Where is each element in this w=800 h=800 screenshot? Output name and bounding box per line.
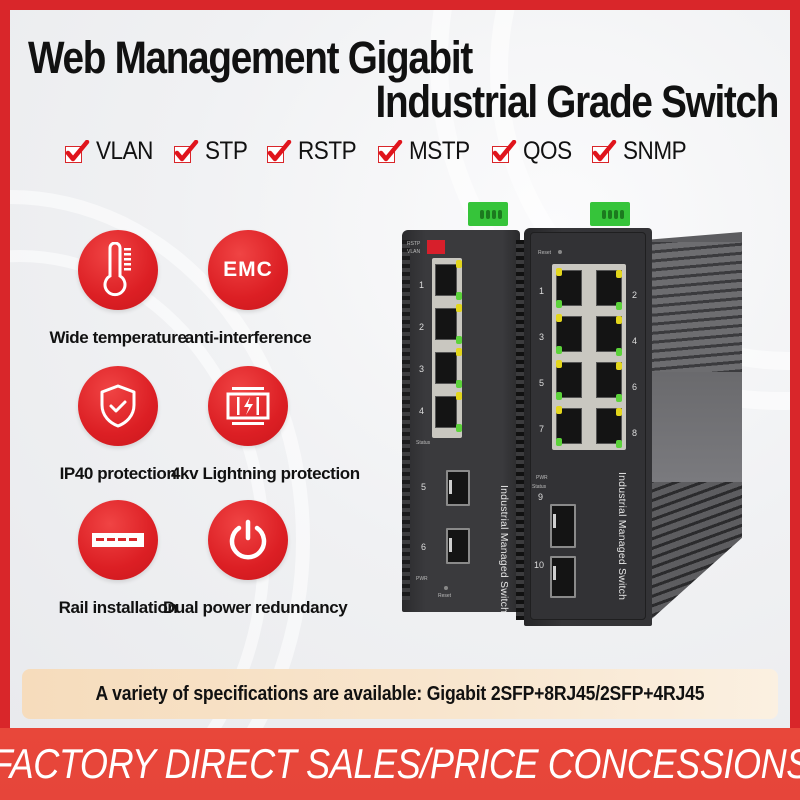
page-title-line1: Web Management Gigabit: [28, 32, 473, 83]
port-number: 3: [539, 332, 545, 342]
port-number: 5: [421, 482, 427, 492]
power-terminal-block: [468, 202, 508, 226]
port-number: 8: [632, 428, 638, 438]
switch-4port-unit: RSTP VLAN 1 2 3 4 Status 5 6 PWR Reset I…: [402, 230, 520, 614]
thermometer-icon: [78, 230, 158, 310]
protocol-label: STP: [205, 137, 248, 165]
port-number: 9: [538, 492, 544, 502]
promo-text: FACTORY DIRECT SALES/PRICE CONCESSIONS: [0, 740, 800, 787]
feature-anti-interference: EMC anti-interference: [163, 230, 333, 348]
dip-switch[interactable]: [427, 240, 445, 254]
port-number: 2: [632, 290, 638, 300]
protocol-item-mstp: MSTP: [377, 137, 476, 166]
protocol-item-rstp: RSTP: [266, 137, 363, 166]
port-number: 6: [632, 382, 638, 392]
pwr-label: PWR: [416, 576, 428, 582]
port-number: 1: [419, 280, 425, 290]
feature-label: 4kv Lightning protection: [171, 464, 360, 483]
reset-button[interactable]: [444, 586, 448, 590]
port-number: 10: [534, 560, 545, 570]
port-number: 7: [539, 424, 545, 434]
page-title-line2: Industrial Grade Switch: [375, 76, 779, 127]
status-label: Status: [416, 440, 431, 446]
feature-rail-installation: Rail installation: [33, 500, 203, 618]
protocol-label: QOS: [522, 137, 572, 165]
rj45-port-block: [432, 258, 462, 438]
protocol-list: VLAN STP RSTP MSTP QOS SNMP: [64, 137, 693, 166]
checkbox-checked-icon: [173, 139, 199, 164]
feature-label: Rail installation: [58, 598, 178, 617]
dip-label-rstp: RSTP: [407, 241, 421, 247]
protocol-item-snmp: SNMP: [591, 137, 693, 166]
pwr-label: PWR: [536, 475, 548, 481]
checkbox-checked-icon: [377, 139, 403, 164]
port-number: 6: [421, 542, 427, 552]
protocol-label: SNMP: [622, 137, 687, 165]
switch-8port-unit: Reset 1 2 3 4 5 6 7 8 PWR Status: [524, 228, 652, 626]
reset-label: Reset: [438, 593, 452, 599]
checkbox-checked-icon: [266, 139, 292, 164]
port-number: 2: [419, 322, 425, 332]
protocol-item-stp: STP: [173, 137, 252, 166]
product-side-label: Industrial Managed Switch: [498, 485, 510, 614]
sfp-port: [446, 470, 470, 506]
promo-banner: FACTORY DIRECT SALES/PRICE CONCESSIONS: [0, 732, 800, 796]
sfp-port: [446, 528, 470, 564]
dip-label-vlan: VLAN: [407, 249, 421, 255]
feature-label: Dual power redundancy: [163, 598, 348, 617]
specs-text: A variety of specifications are availabl…: [95, 682, 705, 705]
emc-icon-text: EMC: [223, 258, 273, 281]
sfp-port: [550, 556, 576, 598]
reset-label: Reset: [538, 250, 552, 256]
protocol-label: VLAN: [96, 137, 153, 165]
lightning-surge-icon: [208, 366, 288, 446]
feature-label: IP40 protection: [59, 464, 177, 483]
port-number: 3: [419, 364, 425, 374]
feature-wide-temperature: Wide temperature: [33, 230, 203, 348]
port-number: 4: [632, 336, 638, 346]
protocol-label: MSTP: [409, 137, 470, 165]
feature-ip40-protection: IP40 protection: [33, 366, 203, 484]
product-side-label: Industrial Managed Switch: [616, 472, 628, 601]
protocol-item-qos: QOS: [491, 137, 577, 166]
port-number: 1: [539, 286, 545, 296]
port-number: 5: [539, 378, 545, 388]
din-rail-icon: [78, 500, 158, 580]
status-label: Status: [532, 484, 547, 490]
switch-gap-fins: [516, 240, 526, 620]
emc-icon: EMC: [208, 230, 288, 310]
power-icon: [208, 500, 288, 580]
sfp-port: [550, 504, 576, 548]
feature-label: Wide temperature: [49, 328, 187, 347]
protocol-item-vlan: VLAN: [64, 137, 159, 166]
checkbox-checked-icon: [591, 139, 617, 164]
port-number: 4: [419, 406, 425, 416]
checkbox-checked-icon: [491, 139, 517, 164]
rj45-port-block: [552, 264, 626, 450]
feature-dual-power: Dual power redundancy: [163, 500, 348, 618]
feature-lightning-protection: 4kv Lightning protection: [163, 366, 360, 484]
feature-label: anti-interference: [184, 328, 312, 347]
shield-check-icon: [78, 366, 158, 446]
checkbox-checked-icon: [64, 139, 90, 164]
protocol-label: RSTP: [298, 137, 357, 165]
specs-banner: A variety of specifications are availabl…: [22, 669, 778, 719]
switch-heatsink-side: [646, 232, 742, 624]
reset-button[interactable]: [558, 250, 562, 254]
power-terminal-block: [590, 202, 630, 226]
promo-banner-bg: [0, 728, 800, 800]
